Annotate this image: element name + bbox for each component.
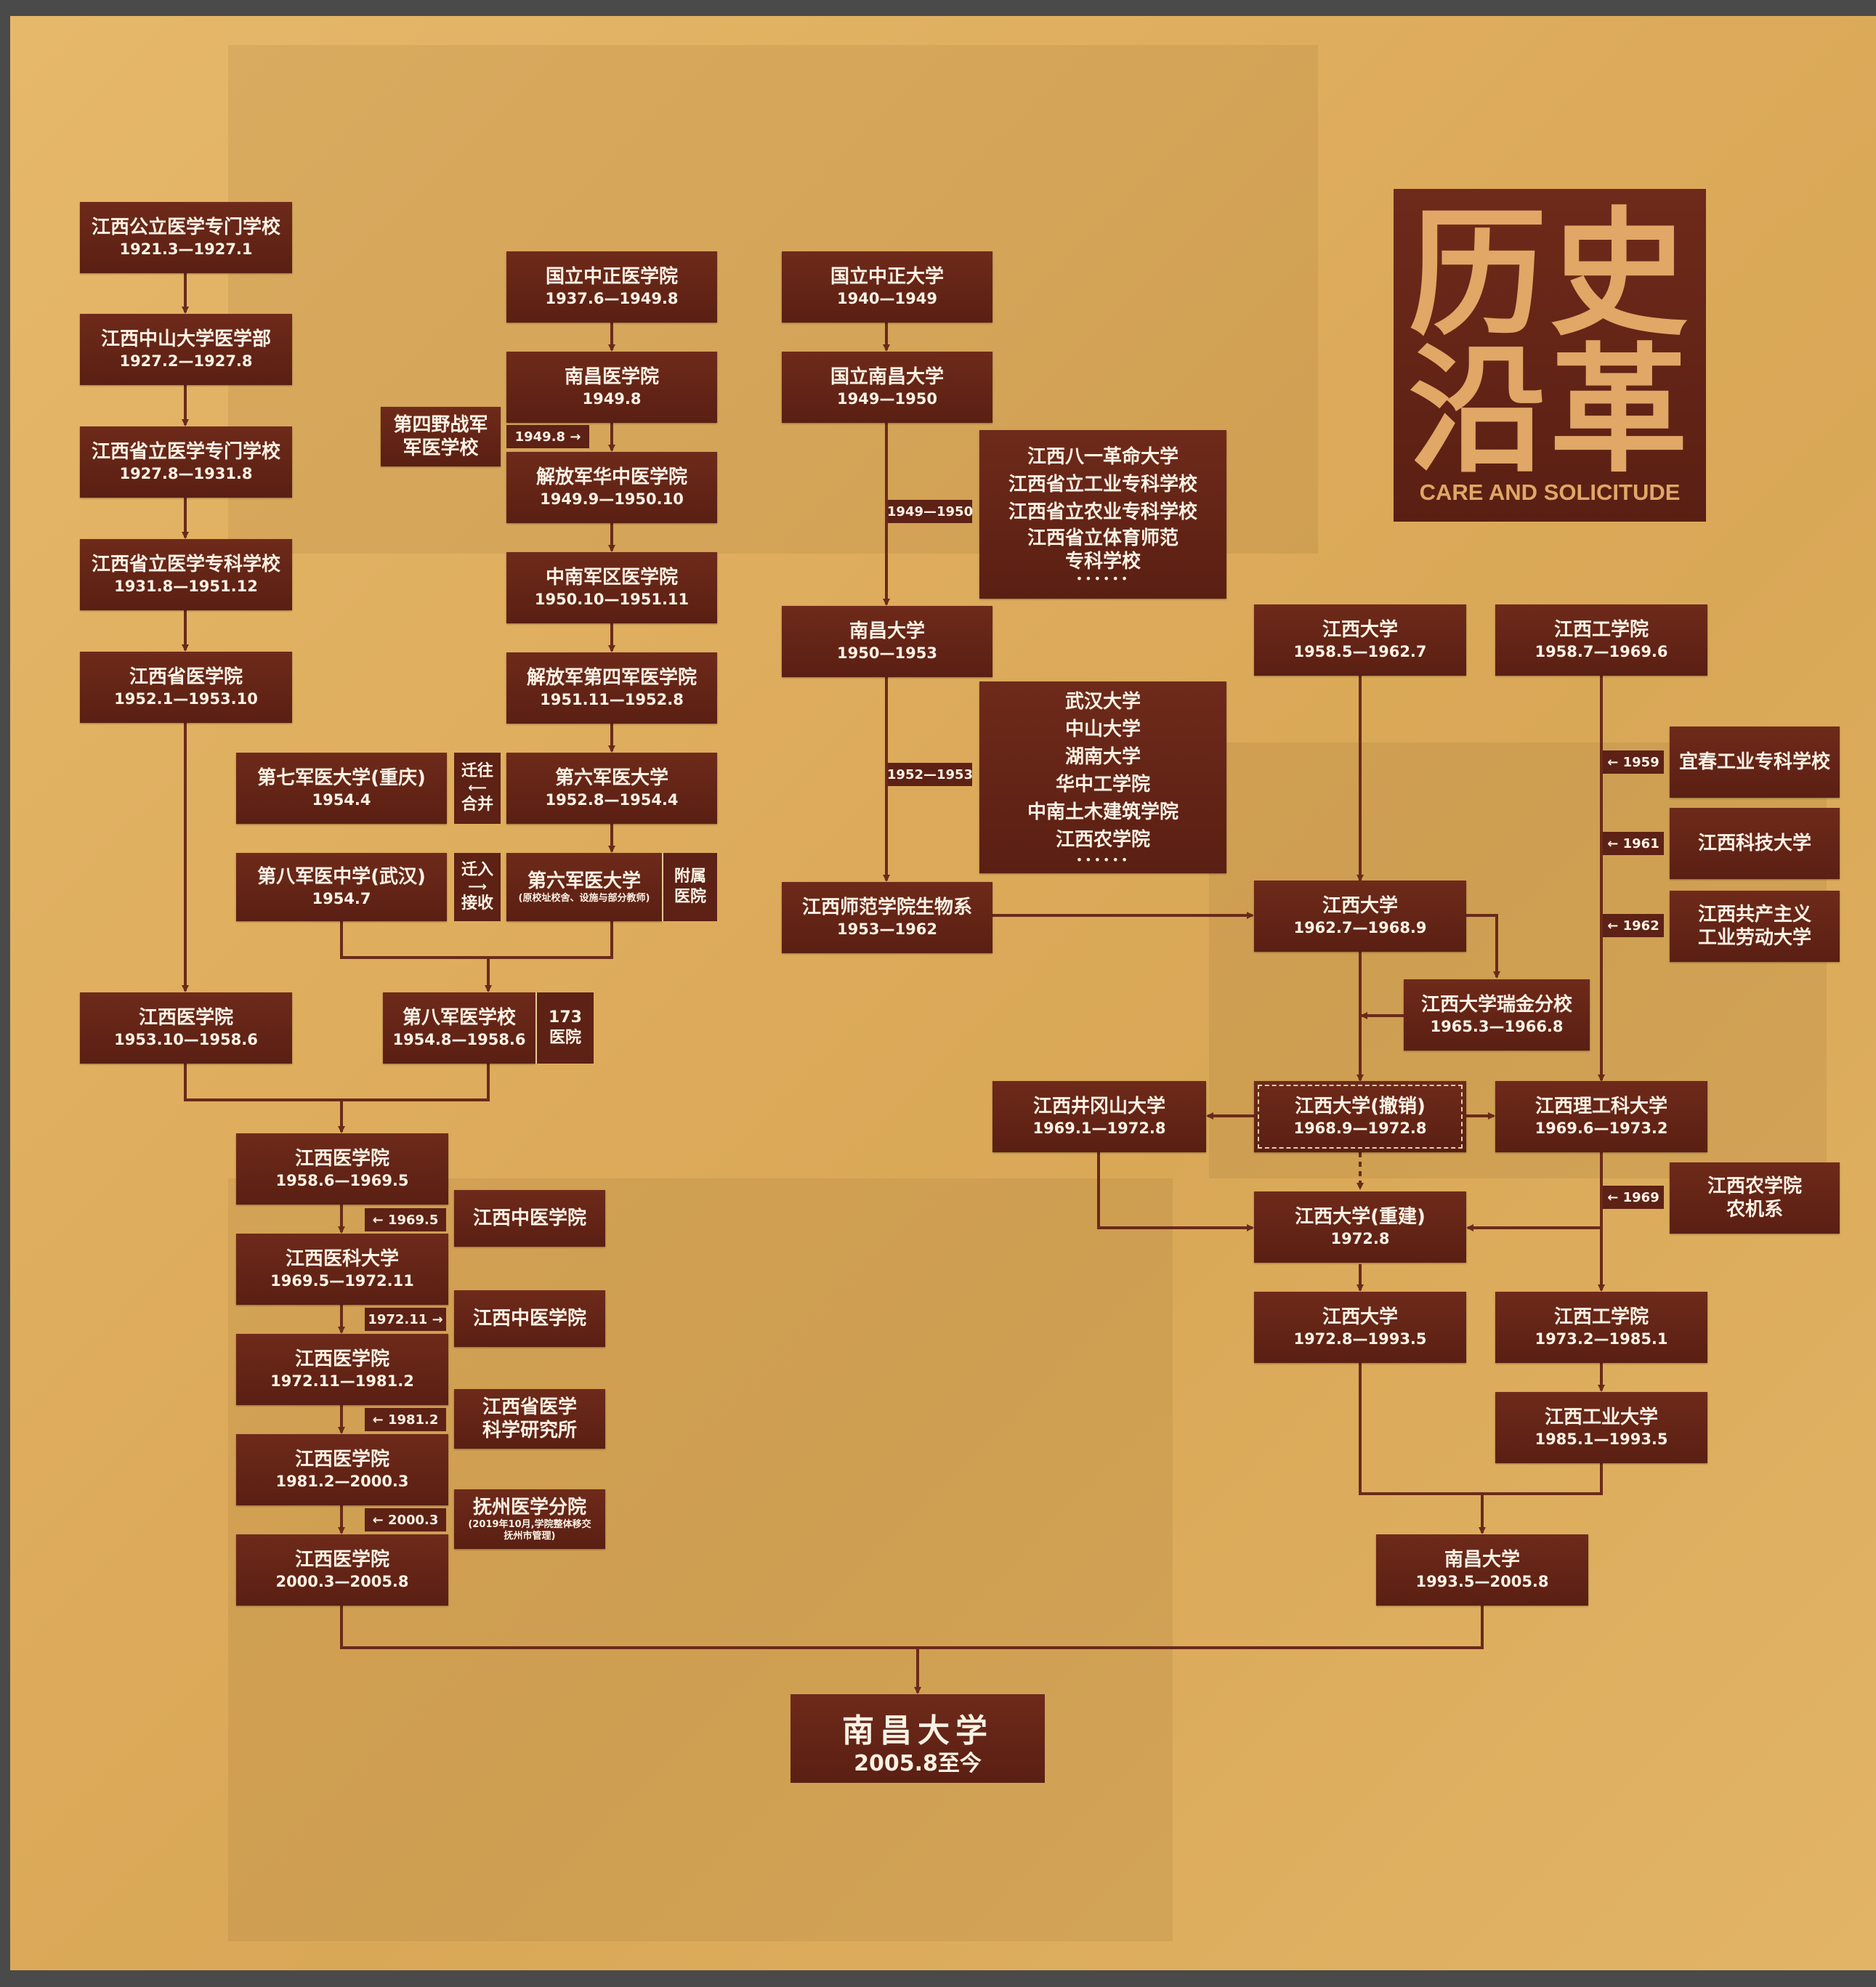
tag-1981-2: ← 1981.2 (365, 1408, 446, 1431)
tag-1969: ← 1969 (1603, 1186, 1664, 1209)
node-yichun-industrial-college: 宜春工业专科学校 (1670, 727, 1840, 798)
tag-1949-1950: 1949—1950 (887, 500, 973, 523)
node-eighth-military-med-school-wuhan: 第八军医中学(武汉)1954.7 (236, 853, 447, 921)
bottom-frame (0, 1970, 1876, 1987)
label-moved-merged: 迁往⟵合并 (454, 753, 501, 824)
node-fourth-field-army-school: 第四野战军军医学校 (381, 407, 501, 466)
node-jx-med-science-institute: 江西省医学科学研究所 (454, 1389, 605, 1449)
node-jx-sci-tech-univ: 江西科技大学 (1670, 808, 1840, 879)
node-merged-schools-1952: 武汉大学 中山大学 湖南大学 华中工学院 中南土木建筑学院 江西农学院 ••••… (979, 681, 1226, 873)
title-line-1: 历史 (1408, 193, 1691, 355)
label-affiliated-hospital: 附属医院 (662, 853, 717, 921)
node-nanchang-univ-2005: 南昌大学 2005.8至今 (791, 1694, 1045, 1783)
tag-1961: ← 1961 (1603, 832, 1664, 855)
node-jx-agri-machinery-dept: 江西农学院农机系 (1670, 1162, 1840, 1234)
node-jx-tcm-college-1: 江西中医学院 (454, 1190, 605, 1247)
tag-1972-11: 1972.11 → (365, 1308, 446, 1331)
top-frame (0, 0, 1876, 16)
tag-2000-3: ← 2000.3 (365, 1508, 446, 1531)
node-jx-univ-revoked: 江西大学(撤销)1968.9—1972.8 (1254, 1081, 1466, 1152)
label-moved-received: 迁入⟶接收 (454, 853, 501, 921)
left-frame (0, 0, 10, 1987)
tag-1969-5: ← 1969.5 (365, 1208, 446, 1231)
node-merged-schools-1949: 江西八一革命大学 江西省立工业专科学校 江西省立农业专科学校 江西省立体育师范 … (979, 430, 1226, 599)
title-panel: 历史 沿革 CARE AND SOLICITUDE (1394, 189, 1706, 522)
node-fuzhou-med-branch: 抚州医学分院(2019年10月,学院整体移交抚州市管理) (454, 1489, 605, 1549)
tag-1959: ← 1959 (1603, 750, 1664, 774)
title-line-2: 沿革 (1408, 329, 1691, 491)
node-seventh-military-med-univ: 第七军医大学(重庆)1954.4 (236, 753, 447, 824)
tag-1952-1953: 1952—1953 (887, 763, 973, 786)
node-jx-tcm-college-2: 江西中医学院 (454, 1290, 605, 1347)
node-jx-univ-rebuilt: 江西大学(重建)1972.8 (1254, 1191, 1466, 1263)
tag-1949-8: 1949.8 → (506, 425, 589, 448)
title-subtitle-en: CARE AND SOLICITUDE (1419, 479, 1681, 505)
node-sixth-military-med-univ-campus: 第六军医大学(原校址校舍、设施与部分教师) (506, 853, 662, 921)
tag-1962: ← 1962 (1603, 914, 1664, 937)
node-jx-communist-labor-univ: 江西共产主义工业劳动大学 (1670, 891, 1840, 962)
